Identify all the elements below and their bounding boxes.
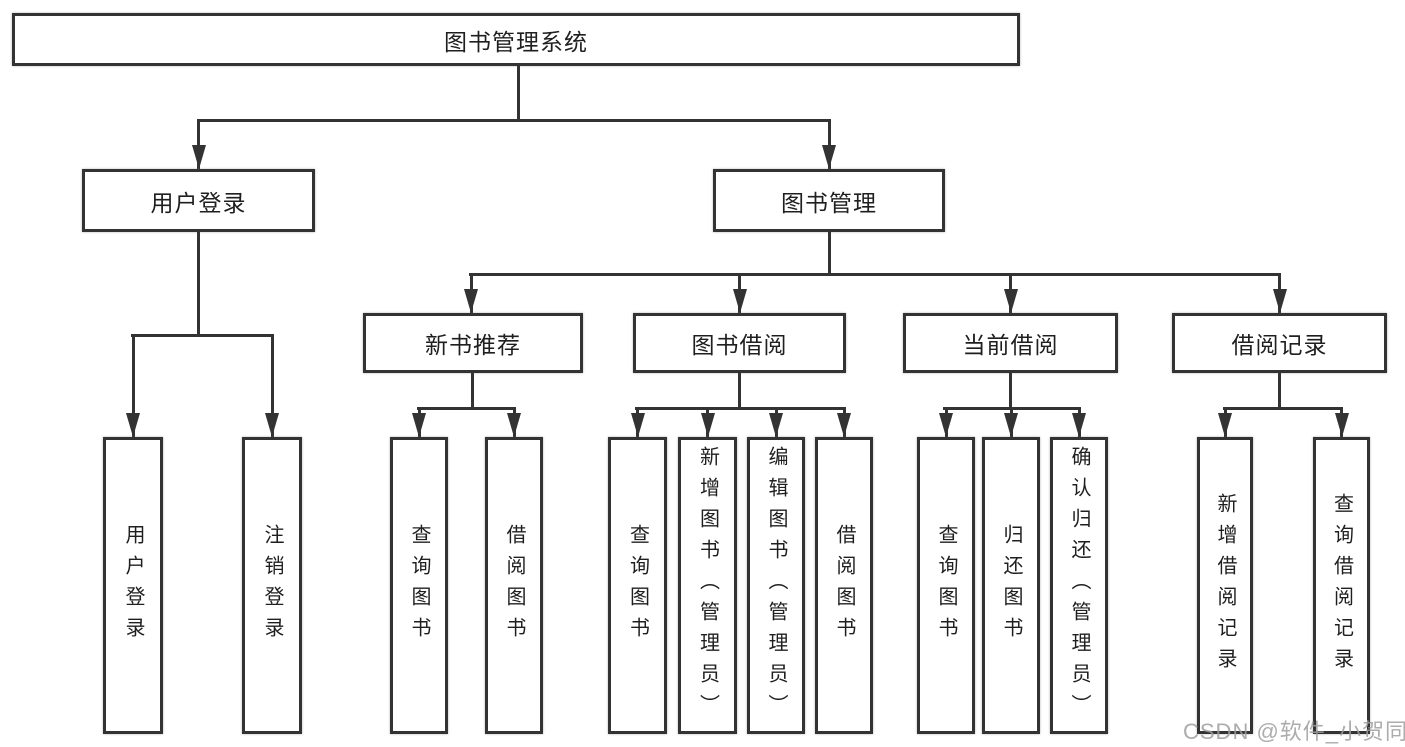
connector-line xyxy=(1009,371,1012,409)
node-label: 查询图书 xyxy=(626,523,649,648)
connector-line xyxy=(197,230,200,336)
node-leaf-query-books-1: 查询图书 xyxy=(390,437,448,734)
node-leaf-confirm-return-admin: 确认归还（管理员） xyxy=(1050,437,1108,734)
connector-line xyxy=(738,371,741,409)
node-leaf-query-borrow-record: 查询借阅记录 xyxy=(1313,437,1370,734)
arrow-down-icon xyxy=(1072,413,1086,437)
node-label: 借阅图书 xyxy=(833,523,855,648)
arrow-down-icon xyxy=(507,413,521,437)
node-label: 确认归还（管理员） xyxy=(1068,446,1090,725)
arrow-down-icon xyxy=(412,413,426,437)
node-label: 查询借阅记录 xyxy=(1330,492,1353,679)
arrow-down-icon xyxy=(733,289,747,313)
node-leaf-query-books-2: 查询图书 xyxy=(608,437,667,734)
arrow-down-icon xyxy=(1004,289,1018,313)
connector-line xyxy=(1278,371,1281,409)
connector-line xyxy=(131,334,274,337)
arrow-down-icon xyxy=(1218,413,1232,437)
arrow-down-icon xyxy=(1004,413,1018,437)
node-leaf-query-books-3: 查询图书 xyxy=(917,437,975,734)
node-book-management: 图书管理 xyxy=(713,169,945,232)
arrow-down-icon xyxy=(631,413,645,437)
node-user-login: 用户登录 xyxy=(82,169,315,232)
node-leaf-user-login: 用户登录 xyxy=(103,437,163,734)
csdn-watermark: CSDN @软件_小贺同学 xyxy=(1183,719,1405,744)
connector-line xyxy=(417,407,516,410)
node-label: 图书管理系统 xyxy=(444,28,588,55)
connector-line xyxy=(1223,407,1343,410)
node-book-borrow: 图书借阅 xyxy=(633,313,846,373)
arrow-down-icon xyxy=(769,413,783,437)
node-label: 图书管理 xyxy=(781,189,877,216)
connector-line xyxy=(517,66,520,122)
arrow-down-icon xyxy=(837,413,851,437)
node-leaf-borrow-books-2: 借阅图书 xyxy=(815,437,873,734)
node-label: 图书借阅 xyxy=(691,332,788,358)
node-leaf-add-books-admin: 新增图书（管理员） xyxy=(678,437,737,734)
node-leaf-borrow-books-1: 借阅图书 xyxy=(485,437,543,734)
node-label: 借阅记录 xyxy=(1231,332,1328,358)
arrow-down-icon xyxy=(1273,289,1287,313)
node-label: 借阅图书 xyxy=(503,523,525,648)
node-label: 查询图书 xyxy=(935,523,957,648)
arrow-down-icon xyxy=(822,145,836,169)
arrow-down-icon xyxy=(464,289,478,313)
node-leaf-edit-books-admin: 编辑图书（管理员） xyxy=(747,437,805,734)
connector-line xyxy=(197,119,831,122)
connector-line xyxy=(271,334,274,437)
node-leaf-add-borrow-record: 新增借阅记录 xyxy=(1197,437,1253,734)
node-label: 新书推荐 xyxy=(425,332,521,358)
node-current-borrow: 当前借阅 xyxy=(903,313,1118,373)
arrow-down-icon xyxy=(192,145,206,169)
node-leaf-return-books: 归还图书 xyxy=(982,437,1040,734)
connector-line xyxy=(635,407,846,410)
node-label: 用户登录 xyxy=(122,523,144,648)
node-label: 用户登录 xyxy=(150,189,247,216)
node-label: 编辑图书（管理员） xyxy=(765,446,787,725)
node-leaf-logout: 注销登录 xyxy=(242,437,302,734)
node-label: 新增图书（管理员） xyxy=(696,446,719,725)
node-new-book-recommend: 新书推荐 xyxy=(363,313,583,373)
node-system: 图书管理系统 xyxy=(12,13,1020,66)
node-label: 查询图书 xyxy=(408,523,430,648)
arrow-down-icon xyxy=(939,413,953,437)
connector-line xyxy=(828,230,831,276)
connector-line xyxy=(828,119,831,169)
connector-line xyxy=(132,334,135,437)
node-label: 新增借阅记录 xyxy=(1214,492,1236,679)
node-label: 归还图书 xyxy=(1000,523,1022,648)
arrow-down-icon xyxy=(1335,413,1349,437)
arrow-down-icon xyxy=(126,413,140,437)
node-label: 当前借阅 xyxy=(962,332,1059,358)
node-label: 注销登录 xyxy=(261,523,283,648)
connector-line xyxy=(469,273,1281,276)
arrow-down-icon xyxy=(701,413,715,437)
connector-line xyxy=(197,119,200,169)
connector-line xyxy=(471,371,474,409)
arrow-down-icon xyxy=(265,413,279,437)
node-borrow-records: 借阅记录 xyxy=(1172,313,1387,373)
